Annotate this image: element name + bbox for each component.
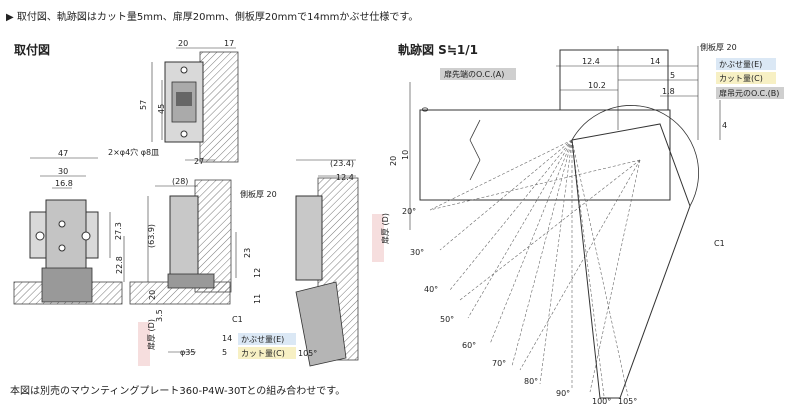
angle-105: 105° [618, 397, 637, 406]
overlay-label: かぶせ量(E) [241, 335, 284, 344]
angle-60: 60° [462, 341, 476, 350]
traj-dim-10-2: 10.2 [588, 81, 606, 90]
dim-11: 11 [253, 294, 262, 304]
dim-20-door: 20 [148, 290, 157, 300]
mount-diagram-title: 取付図 [14, 43, 51, 57]
traj-side-plate-label: 側板厚 20 [700, 42, 737, 52]
angle-40: 40° [424, 285, 438, 294]
dim-3-5: 3.5 [155, 309, 164, 322]
traj-dim-20: 20 [389, 156, 398, 166]
traj-overlay-label: かぶせ量(E) [719, 60, 762, 69]
door-thickness-label: 扉厚 (D) [146, 319, 156, 350]
dim-45: 45 [157, 104, 166, 114]
dim-12-4: 12.4 [336, 173, 354, 182]
angle-105: 105° [298, 349, 317, 358]
dim-57: 57 [139, 100, 148, 110]
trajectory-diagram: 側板厚 20 12.4 14 5 10.2 1.8 0 20 10 4 扉先端の… [372, 42, 784, 406]
mount-open-view: (23.4) 12.4 105° [295, 159, 359, 367]
door-root-oc-label: 扉吊元のO.C.(B) [719, 88, 779, 98]
c1-label: C1 [232, 315, 243, 324]
angle-30: 30° [410, 248, 424, 257]
dim-17: 17 [224, 39, 234, 48]
dim-27: 27 [194, 157, 204, 166]
traj-dim-4: 4 [722, 121, 727, 130]
traj-dim-5: 5 [670, 71, 675, 80]
combination-note: 本図は別売のマウンティングプレート360-P4W-30Tとの組み合わせです。 [10, 386, 346, 397]
dim-28: (28) [172, 177, 188, 186]
trajectory-diagram-title: 軌跡図 S≒1/1 [398, 43, 478, 57]
dim-30: 30 [58, 167, 68, 176]
traj-cut-label: カット量(C) [719, 74, 763, 83]
cut-label: カット量(C) [241, 349, 285, 358]
traj-dim-0: 0 [421, 107, 430, 112]
traj-dim-1-8: 1.8 [662, 87, 675, 96]
dim-23-4: (23.4) [330, 159, 354, 168]
spec-note: ▶ 取付図、軌跡図はカット量5mm、扉厚20mm、側板厚20mmで14mmかぶせ… [6, 12, 419, 23]
dim-12: 12 [253, 268, 262, 278]
mount-front-view: 47 30 16.8 27.3 22.8 [13, 149, 125, 305]
traj-door-thickness-label: 扉厚 (D) [380, 213, 390, 244]
traj-c1-label: C1 [714, 239, 725, 248]
dim-14: 14 [222, 334, 232, 343]
mount-side-section: (28) (63.9) 23 12 11 3.5 20 φ35 14 5 側板厚… [129, 177, 296, 366]
dim-23: 23 [243, 248, 252, 258]
angle-70: 70° [492, 359, 506, 368]
hole-note: 2×φ4穴 φ8皿 [108, 147, 159, 157]
angle-20: 20° [402, 207, 416, 216]
traj-dim-12-4: 12.4 [582, 57, 600, 66]
dim-5: 5 [222, 348, 227, 357]
angle-80: 80° [524, 377, 538, 386]
dim-16-8: 16.8 [55, 179, 73, 188]
mount-top-view: 20 17 57 45 27 2×φ4穴 φ8皿 [108, 39, 239, 166]
traj-dim-14: 14 [650, 57, 660, 66]
dim-22-8: 22.8 [115, 256, 124, 274]
dim-20: 20 [178, 39, 188, 48]
dim-63-9: (63.9) [147, 224, 156, 248]
door-edge-oc-label: 扉先端のO.C.(A) [444, 69, 504, 79]
angle-90: 90° [556, 389, 570, 398]
angle-100: 100° [592, 397, 611, 406]
side-plate-label: 側板厚 20 [240, 189, 277, 199]
dim-27-3: 27.3 [114, 222, 123, 240]
dim-47: 47 [58, 149, 68, 158]
angle-50: 50° [440, 315, 454, 324]
traj-dim-10: 10 [401, 150, 410, 160]
dim-phi35: φ35 [180, 348, 195, 357]
